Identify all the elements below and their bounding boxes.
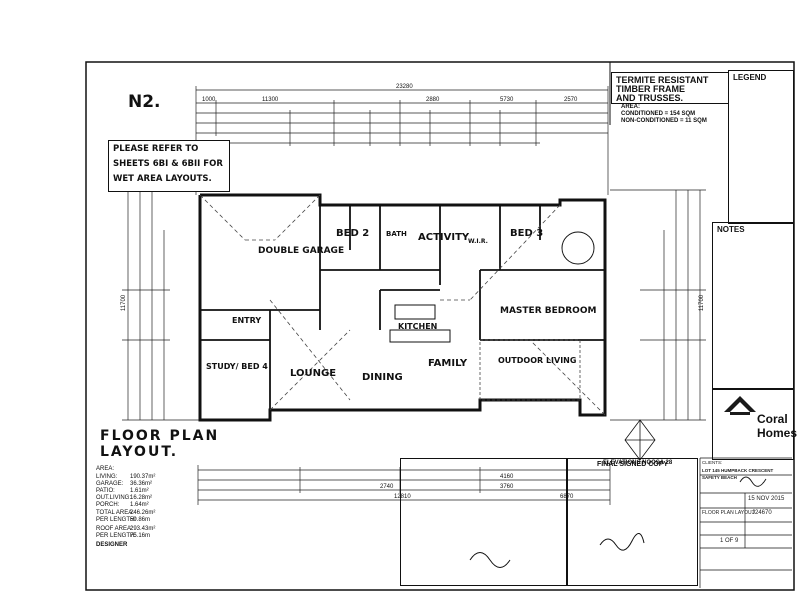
termite-line-3: AND TRUSSES.	[616, 93, 684, 103]
dim-bottom-2: 3760	[500, 484, 514, 490]
tb-job: J24670	[752, 510, 772, 516]
legend-panel: LEGEND	[728, 70, 794, 224]
dim-top-5: 1000	[202, 97, 216, 103]
area-k-5: PORCH:	[96, 502, 120, 508]
area-v-5: 1.64m²	[130, 502, 149, 508]
note-line-2: SHEETS 6BI & 6BII FOR	[113, 159, 223, 169]
brand-name-1: Coral	[757, 412, 788, 426]
room-dining: DINING	[362, 372, 403, 383]
top-dimension-lines	[195, 86, 609, 195]
dim-bottom-1: 4160	[500, 474, 514, 480]
area-k-8: ROOF AREA:	[96, 526, 133, 532]
dim-left-total: 11700	[121, 294, 128, 312]
title-block: CLIENTS: LOT 145 HUMPBACK CRESCENT SAFET…	[700, 458, 800, 588]
tb-suburb: SAFETY BEACH	[702, 475, 737, 480]
sheet-border	[85, 61, 795, 591]
side-dimension-lines	[122, 189, 706, 421]
roof-hip-lines	[199, 194, 606, 416]
dim-top-total: 23280	[396, 84, 413, 90]
notes-title: NOTES	[717, 225, 745, 234]
dim-top-3: 5730	[500, 97, 514, 103]
area-line-1: AREA:	[621, 104, 640, 110]
room-wir: W.I.R.	[468, 238, 488, 245]
area-k-7: PER LENGTH:	[96, 517, 137, 523]
plan-title-2: LAYOUT.	[100, 444, 179, 460]
room-family: FAMILY	[428, 358, 468, 369]
room-bed3: BED 3	[510, 228, 544, 239]
area-v-2: 36.36m²	[130, 481, 153, 487]
area-k-6: TOTAL AREA:	[96, 510, 134, 516]
dim-top-1: 11300	[262, 97, 279, 103]
room-activity: ACTIVITY	[418, 232, 470, 243]
room-study: STUDY/ BED 4	[206, 362, 268, 371]
room-bath: BATH	[386, 230, 407, 238]
room-entry: ENTRY	[232, 316, 262, 325]
outdoor-living-outline	[479, 339, 581, 401]
signature-1	[469, 552, 511, 568]
external-walls	[198, 193, 607, 422]
bottom-dimension-lines	[197, 465, 611, 505]
room-lounge: LOUNGE	[290, 368, 337, 379]
signature-3	[739, 476, 767, 487]
area-v-9: 75.16m	[130, 533, 151, 539]
island-bench	[389, 329, 451, 343]
dim-right-total: 11700	[699, 294, 706, 312]
tb-clients: CLIENTS:	[702, 460, 723, 465]
area-v-8: 293.43m²	[130, 526, 156, 532]
final-signed-title: FINAL SIGNED COPY	[597, 461, 669, 468]
termite-line-1: TERMITE RESISTANT	[616, 75, 709, 85]
notes-panel: NOTES	[712, 222, 794, 390]
brand-logo: Coral Homes	[712, 388, 798, 460]
sheet-id: N2.	[128, 92, 161, 112]
signature-2	[599, 533, 645, 551]
coral-homes-logo-mark	[724, 396, 756, 415]
area-k-9: PER LENGTH:	[96, 533, 137, 539]
area-k-4: OUT.LIVING:	[96, 495, 132, 501]
dim-top-4: 2570	[564, 97, 578, 103]
plan-title-1: FLOOR PLAN	[100, 428, 220, 444]
area-k-10: DESIGNER	[96, 542, 128, 548]
kitchen-bench	[394, 304, 436, 320]
tb-sheet: 1 OF 9	[720, 538, 739, 544]
dim-top-2: 2880	[426, 97, 440, 103]
area-k-0: AREA:	[96, 466, 115, 472]
legend-title: LEGEND	[733, 73, 767, 82]
room-outdoor-living: OUTDOOR LIVING	[498, 356, 577, 365]
area-line-3: NON-CONDITIONED = 11 SQM	[621, 118, 707, 124]
brand-name-2: Homes	[757, 426, 798, 440]
elevation-label: ELEVATIONS NOOSA 28	[603, 460, 673, 466]
note-line-1: PLEASE REFER TO	[113, 144, 199, 154]
wet-area-note: PLEASE REFER TO SHEETS 6BI & 6BII FOR WE…	[108, 140, 230, 192]
area-v-4: 16.28m²	[130, 495, 153, 501]
area-line-2: CONDITIONED = 154 SQM	[621, 111, 696, 117]
room-kitchen: KITCHEN	[398, 322, 438, 331]
area-k-2: GARAGE:	[96, 481, 124, 487]
dim-bottom-total: 12810	[394, 494, 411, 500]
north-arrow	[624, 419, 656, 461]
termite-note: TERMITE RESISTANT TIMBER FRAME AND TRUSS…	[611, 72, 729, 104]
tb-lot: LOT 145 HUMPBACK CRESCENT	[702, 468, 774, 473]
note-line-3: WET AREA LAYOUTS.	[113, 174, 212, 184]
area-v-7: 59.86m	[130, 517, 151, 523]
termite-line-2: TIMBER FRAME	[616, 84, 685, 94]
room-master: MASTER BEDROOM	[500, 306, 597, 316]
area-k-3: PATIO:	[96, 488, 115, 494]
area-v-1: 190.37m²	[130, 474, 156, 480]
copyright-block	[400, 458, 568, 586]
tb-date: 15 NOV 2015	[748, 496, 785, 502]
tb-drawing: FLOOR PLAN LAYOUT	[702, 510, 755, 516]
final-signed-block: FINAL SIGNED COPY	[566, 458, 698, 586]
area-k-1: LIVING:	[96, 474, 118, 480]
dim-bottom-3: 2740	[380, 484, 394, 490]
area-v-3: 1.61m²	[130, 488, 149, 494]
room-bed2: BED 2	[336, 228, 370, 239]
area-summary-box: AREA: CONDITIONED = 154 SQM NON-CONDITIO…	[611, 103, 727, 125]
water-tank	[561, 231, 595, 265]
title-block-lines	[699, 457, 792, 588]
area-v-6: 246.26m²	[130, 510, 156, 516]
room-double-garage: DOUBLE GARAGE	[258, 246, 345, 256]
